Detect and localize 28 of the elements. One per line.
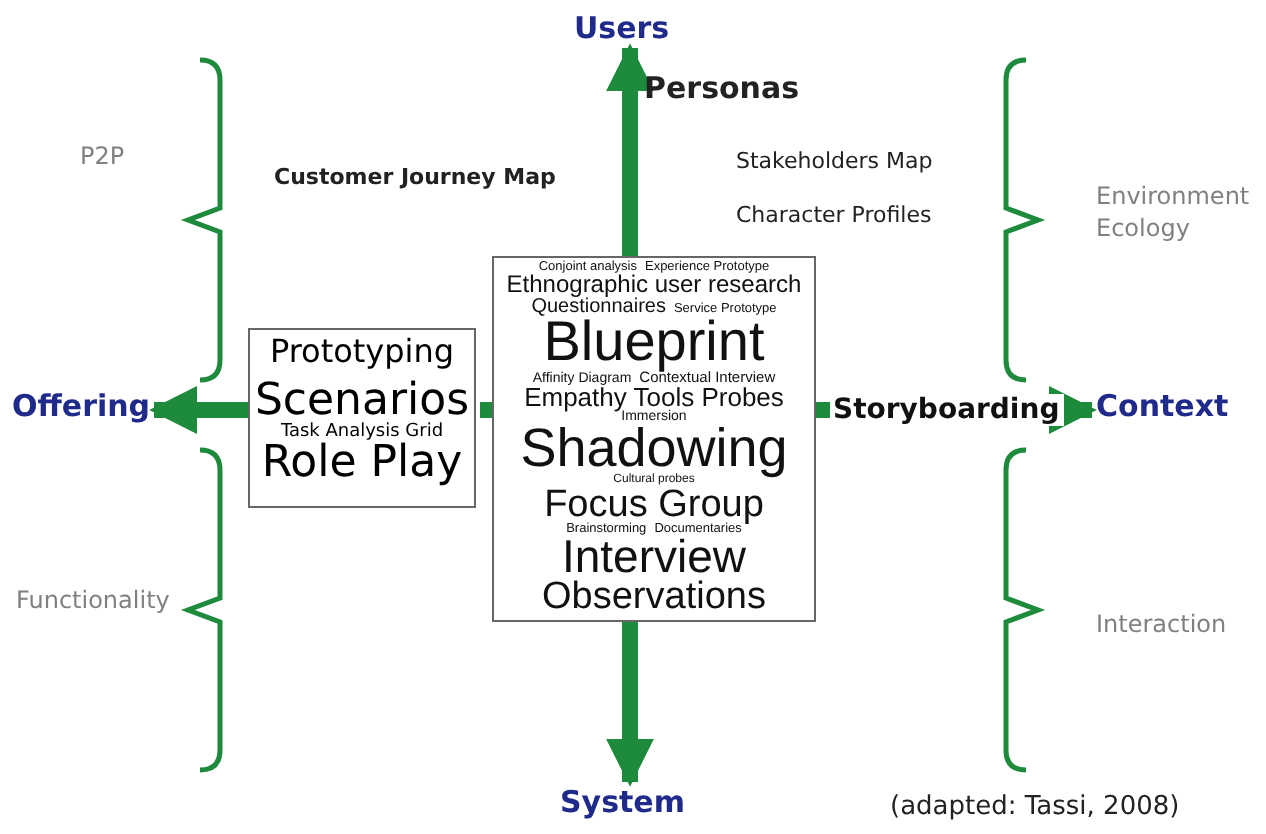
- axis-label: Users: [574, 10, 670, 46]
- annotation-text: Stakeholders Map: [736, 148, 933, 174]
- axis-label: Context: [1096, 388, 1229, 424]
- method-word: Ethnographic user research: [506, 274, 802, 298]
- method-word: Blueprint: [543, 316, 765, 370]
- annotation-text: P2P: [80, 140, 127, 173]
- method-name: Role Play: [259, 442, 465, 486]
- method-name: Task Analysis Grid: [278, 424, 446, 442]
- edge-label: Storyboarding: [829, 394, 1064, 426]
- annotation-text: Functionality: [16, 584, 172, 617]
- method-word: Interview: [561, 535, 747, 580]
- annotation-text: Personas: [644, 70, 800, 106]
- word-cloud-box: [492, 256, 816, 622]
- annotation-text: Customer Journey Map: [274, 164, 556, 190]
- caption: (adapted: Tassi, 2008): [890, 792, 1180, 822]
- method-word: Questionnaires: [531, 297, 666, 317]
- method-word: Observations: [542, 579, 766, 616]
- axis-label: System: [560, 784, 685, 820]
- method-word: Empathy Tools Probes: [524, 386, 784, 412]
- method-word: Shadowing: [520, 424, 788, 476]
- annotation-text: Interaction: [1096, 608, 1229, 641]
- method-name: Scenarios: [252, 380, 472, 424]
- axis-label: Offering: [12, 388, 151, 424]
- method-word: Focus Group: [544, 487, 764, 524]
- annotation-text: Environment Ecology: [1096, 180, 1252, 245]
- annotation-text: Character Profiles: [736, 202, 932, 228]
- method-box: [248, 328, 476, 508]
- method-name: Prototyping: [267, 336, 457, 368]
